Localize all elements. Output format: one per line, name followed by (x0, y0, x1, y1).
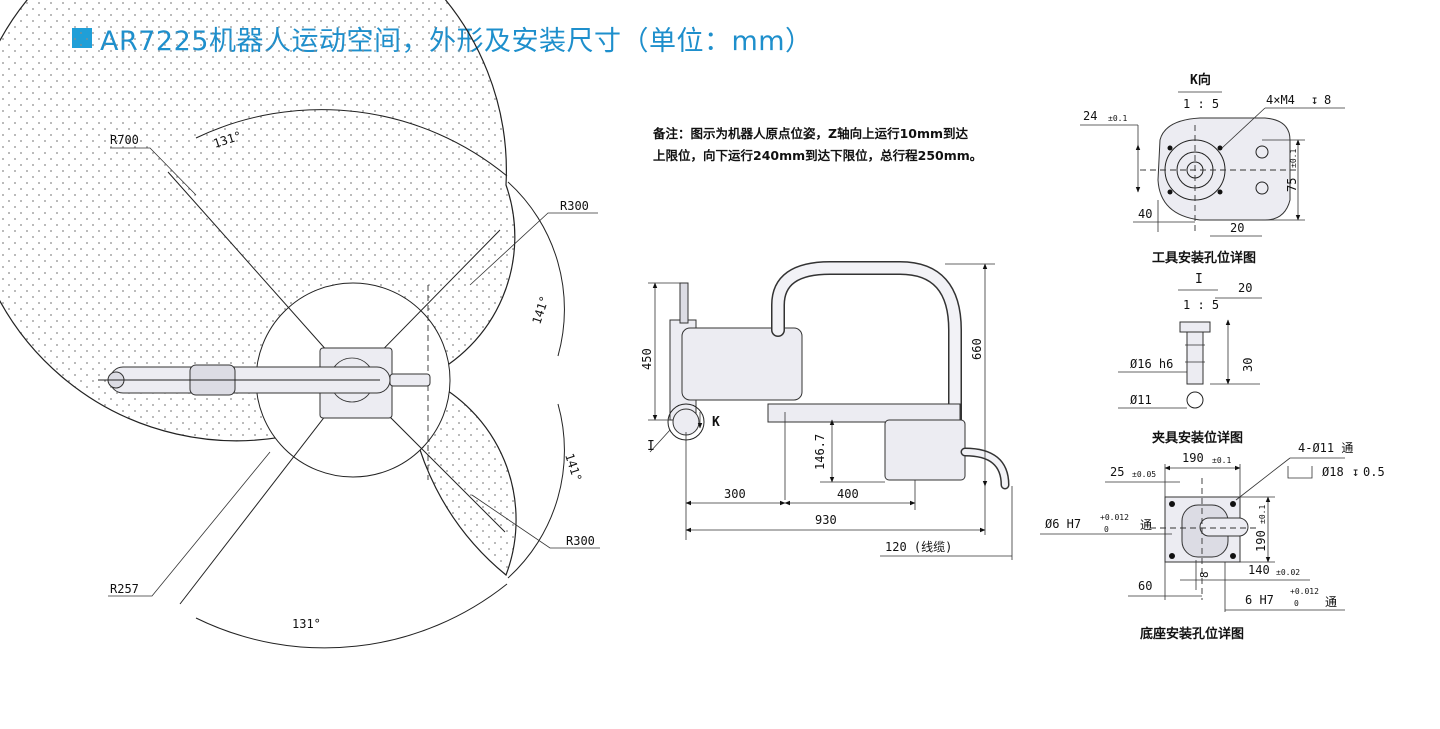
base-view-detail: 4-Ø11 通 Ø18 ↧ 0.5 25 ±0.05 190 ±0.1 190 … (1040, 441, 1385, 642)
i-caption: 夹具安装位详图 (1152, 430, 1243, 446)
k-view-scale: 1 : 5 (1183, 97, 1219, 111)
angle-arc-top (195, 109, 508, 177)
label-141-top: 141° (530, 294, 552, 326)
base-depth: 0.5 (1363, 465, 1385, 479)
robot-arm-top (98, 347, 431, 419)
i-bore (1186, 391, 1204, 409)
label-141-bottom: 141° (562, 452, 584, 484)
label-r300-bottom: R300 (566, 534, 595, 548)
k-dim-24: 24 (1083, 109, 1097, 123)
k-tol-24: ±0.1 (1108, 114, 1127, 123)
dim-300: 300 (724, 487, 746, 501)
dim-cable-120: 120 (线缆) (885, 540, 952, 554)
i-view-scale: 1 : 5 (1183, 298, 1219, 312)
dim-930: 930 (815, 513, 837, 527)
i-phi16: Ø16 h6 (1130, 357, 1173, 371)
base-dim-190-top: 190 (1182, 451, 1204, 465)
angle-arc-right-top (507, 181, 565, 357)
k-view-title: K向 (1190, 72, 1211, 88)
k-dim-75: 75 (1285, 178, 1299, 192)
base-dim-140: 140 (1248, 563, 1270, 577)
base-fit-upper-bottom: +0.012 (1290, 587, 1319, 596)
second-arm (767, 403, 961, 423)
i-dim-30: 30 (1241, 358, 1255, 372)
base-phi18: Ø18 (1322, 465, 1344, 479)
dim-450: 450 (640, 348, 654, 370)
k-dim-20: 20 (1230, 221, 1244, 235)
base-fit-upper-left: +0.012 (1100, 513, 1129, 522)
dim-400: 400 (837, 487, 859, 501)
k-tol-75: ±0.1 (1289, 149, 1298, 168)
base-phi6-bottom: 6 H7 (1245, 593, 1274, 607)
tool-flange (672, 408, 700, 436)
i-phi11: Ø11 (1130, 393, 1152, 407)
base-tol-140: ±0.02 (1276, 568, 1300, 577)
leader-r257 (108, 451, 271, 597)
base-depth-symbol-icon: ↧ (1352, 465, 1359, 479)
k-depth-symbol-icon: ↧ (1311, 93, 1318, 107)
end-effector-box (884, 419, 966, 481)
leader-r300-bottom (471, 494, 600, 549)
angle-arc-right-bottom (507, 403, 565, 579)
base-holes-label: 4-Ø11 通 (1298, 441, 1353, 455)
leader-r300-top (469, 212, 598, 286)
base-dim-25: 25 (1110, 465, 1124, 479)
dim-660: 660 (970, 338, 984, 360)
base-tol-25: ±0.05 (1132, 470, 1156, 479)
cable-hose-inner (772, 262, 961, 426)
counterbore-symbol-icon (1287, 466, 1313, 479)
z-shaft (679, 282, 689, 324)
limit-line-ul (167, 171, 354, 381)
base-dim-190-side: 190 (1254, 530, 1268, 552)
label-131-bottom: 131° (292, 617, 321, 631)
label-r257: R257 (110, 582, 139, 596)
k-depth-label: 8 (1324, 93, 1331, 107)
k-holes-label: 4×M4 (1266, 93, 1295, 107)
i-shaft-head (1179, 321, 1211, 333)
base-dim-60: 60 (1138, 579, 1152, 593)
dim-146-7: 146.7 (813, 434, 827, 470)
base-through-bottom: 通 (1325, 595, 1337, 609)
note-block: 备注：图示为机器人原点位姿，Z轴向上运行10mm到达 上限位，向下运行240mm… (652, 126, 982, 163)
k-view-detail: K向 1 : 5 4×M4 ↧ 8 24 ±0.1 (1080, 72, 1345, 266)
i-shaft (1186, 331, 1204, 385)
note-line-2: 上限位，向下运行240mm到达下限位，总行程250mm。 (653, 148, 982, 163)
base-tol-190-side: ±0.1 (1258, 505, 1267, 524)
workspace-top-view: R700 R300 R300 R257 131° 131° 141° 141° (0, 0, 600, 649)
base-dim-8: 8 (1198, 571, 1211, 578)
label-r300-top: R300 (560, 199, 589, 213)
base-fit-lower-left: 0 (1104, 525, 1109, 534)
mark-i: I (647, 439, 655, 454)
base-caption: 底座安装孔位详图 (1140, 626, 1244, 642)
i-view-detail: I 1 : 5 20 30 Ø16 h6 Ø11 夹具安装位详图 (1118, 272, 1262, 446)
base-fit-lower-bottom: 0 (1294, 599, 1299, 608)
i-dim-20: 20 (1238, 281, 1252, 295)
note-line-1: 备注：图示为机器人原点位姿，Z轴向上运行10mm到达 (652, 126, 969, 141)
i-view-title: I (1195, 272, 1203, 287)
workspace-area (0, 0, 517, 576)
k-flange-body (1157, 117, 1291, 221)
base-phi6-left: Ø6 H7 (1045, 517, 1081, 531)
side-view: 450 660 146.7 300 400 930 120 (线缆) K I (640, 261, 1013, 560)
label-r700: R700 (110, 133, 139, 147)
cable-out-inner (962, 449, 1008, 488)
leader-r700 (110, 147, 197, 196)
k-caption: 工具安装孔位详图 (1152, 250, 1256, 266)
angle-arc-bottom (195, 583, 508, 649)
arm-housing (681, 327, 803, 401)
base-tol-190-top: ±0.1 (1212, 456, 1231, 465)
cable-hose-outer (771, 261, 962, 427)
base-through-left: 通 (1140, 518, 1152, 532)
k-dim-40: 40 (1138, 207, 1152, 221)
mark-k: K (712, 415, 720, 430)
